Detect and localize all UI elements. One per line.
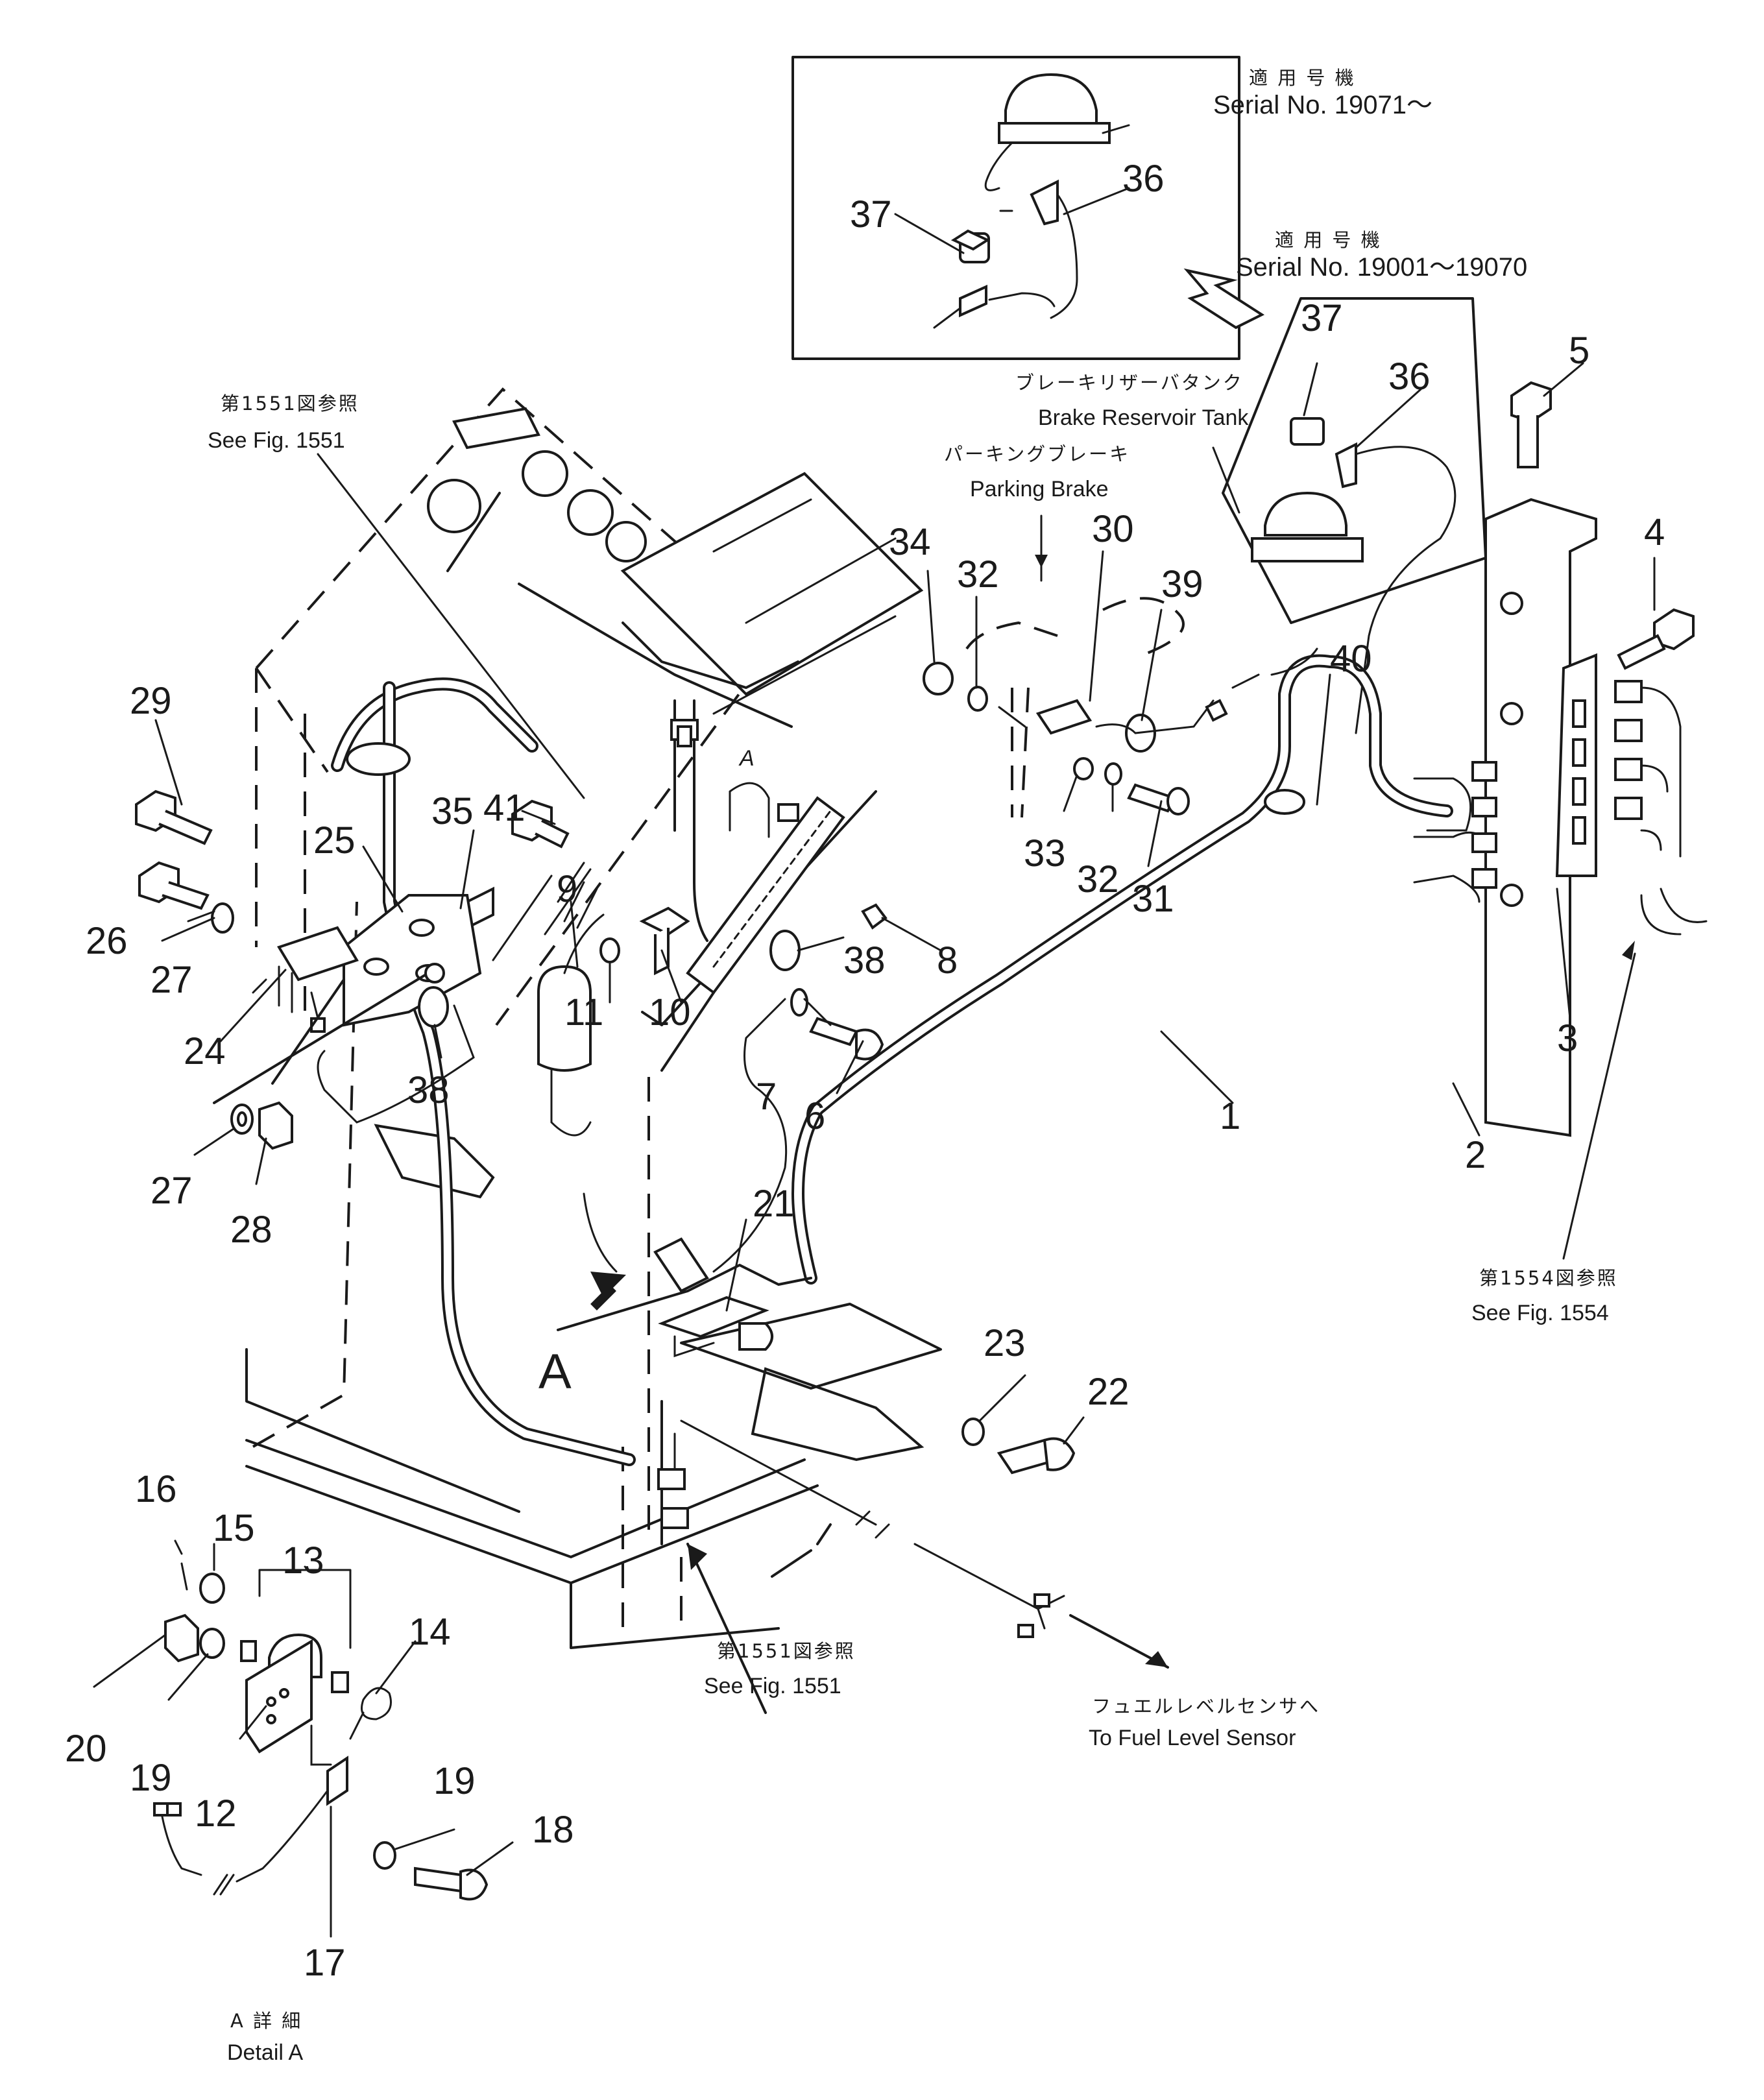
callout-41: 41 [483, 787, 526, 829]
serial-old-jp: 適 用 号 機 [1275, 229, 1382, 251]
callout-22: 22 [1087, 1371, 1130, 1413]
callout-27a: 27 [151, 959, 193, 1001]
callout-25: 25 [313, 819, 356, 862]
brake-reservoir-switch [1264, 491, 1347, 537]
serial-new-en: Serial No. 19071～ [1213, 91, 1432, 119]
callout-38a: 38 [843, 939, 886, 982]
clip-36-inset [1030, 179, 1059, 226]
callout-18: 18 [532, 1809, 574, 1851]
instrument-panel [427, 407, 924, 942]
callout-12: 12 [195, 1792, 237, 1835]
side-panel-2 [1471, 498, 1597, 1137]
fig1551-top-jp: 第1551図参照 [221, 392, 359, 415]
callout-38b: 38 [407, 1069, 450, 1111]
pedal-plate [751, 1367, 924, 1462]
fig1551-bot-jp: 第1551図参照 [717, 1640, 856, 1662]
callout-28: 28 [230, 1209, 272, 1251]
main-harness [557, 654, 1493, 1331]
parking-en: Parking Brake [970, 477, 1109, 501]
callout-23: 23 [984, 1322, 1026, 1364]
callout-34: 34 [889, 521, 931, 563]
connector-plate-3 [1555, 653, 1708, 935]
fig1551-bot-en: See Fig. 1551 [704, 1674, 841, 1698]
callout-21: 21 [753, 1183, 795, 1225]
bracket-21 [583, 998, 788, 1358]
hardware [135, 381, 1695, 1475]
switch-bracket [213, 894, 482, 1124]
callout-20: 20 [65, 1728, 107, 1770]
callout-29: 29 [130, 680, 172, 722]
callout-37b: 37 [1301, 297, 1343, 339]
callout-19b: 19 [433, 1760, 476, 1802]
view-a-small: A [738, 746, 755, 771]
inset-serial-19001 [1222, 297, 1487, 734]
detail-jp: A 詳 細 [230, 2010, 302, 2032]
relay-9 [492, 862, 605, 1137]
callout-10: 10 [649, 991, 691, 1033]
callout-6: 6 [804, 1095, 825, 1137]
switch-24 [277, 926, 359, 982]
callout-3: 3 [1557, 1017, 1578, 1059]
bracket-25 [343, 894, 482, 1027]
callout-7: 7 [756, 1076, 777, 1118]
callout-9: 9 [557, 868, 577, 910]
callout-numbers: 1 2 3 4 5 6 7 8 9 10 11 12 13 14 15 16 1… [65, 158, 1665, 1984]
callout-36a: 36 [1122, 158, 1165, 200]
callout-32b: 32 [1077, 858, 1119, 900]
bolt-37 [1290, 417, 1325, 446]
meter-cluster [620, 472, 924, 696]
callout-37a: 37 [850, 193, 892, 235]
callout-15: 15 [213, 1507, 255, 1549]
callout-39: 39 [1161, 563, 1203, 605]
callout-40: 40 [1330, 638, 1372, 680]
serial-new-jp: 適 用 号 機 [1249, 67, 1356, 89]
fuel-en: To Fuel Level Sensor [1089, 1726, 1296, 1750]
callout-31: 31 [1132, 878, 1174, 920]
fig1551-top-en: See Fig. 1551 [208, 428, 345, 453]
fuel-jp: フュエルレベルセンサへ [1092, 1695, 1320, 1717]
callout-17: 17 [304, 1942, 346, 1984]
callout-35: 35 [431, 790, 474, 832]
fig1554-en: See Fig. 1554 [1471, 1301, 1609, 1325]
fuel-wire [657, 1419, 1169, 1714]
callout-8: 8 [937, 939, 958, 982]
parking-jp: パーキングブレーキ [944, 443, 1130, 465]
callout-2: 2 [1465, 1134, 1486, 1176]
callout-4: 4 [1644, 511, 1665, 553]
detail-en: Detail A [227, 2040, 303, 2065]
connector-block [686, 782, 845, 995]
inset-arrow [1183, 268, 1265, 330]
clip-36 [1335, 442, 1357, 489]
view-arrow-shaft [590, 1285, 616, 1310]
leader-lines [93, 187, 1656, 1938]
view-a-label: A [538, 1344, 572, 1399]
callout-30: 30 [1092, 508, 1134, 550]
callout-33: 33 [1024, 832, 1066, 875]
view-arrow [590, 1272, 626, 1297]
brake-tank-en: Brake Reservoir Tank [1038, 405, 1249, 430]
callout-24: 24 [184, 1030, 226, 1072]
callout-14: 14 [409, 1611, 451, 1653]
callout-27b: 27 [151, 1170, 193, 1212]
annotations: 適 用 号 機 Serial No. 19071～ 適 用 号 機 Serial… [208, 67, 1618, 2065]
callout-1: 1 [1220, 1095, 1240, 1137]
callout-11: 11 [564, 991, 603, 1033]
brake-switch-inset [1004, 73, 1098, 125]
callout-32a: 32 [957, 553, 999, 596]
inset-serial-19071 [791, 56, 1240, 360]
detail-a [153, 1562, 489, 1901]
serial-old-en: Serial No. 19001～19070 [1236, 253, 1527, 282]
callout-16: 16 [135, 1468, 177, 1510]
brake-tank-jp: ブレーキリザーバタンク [1015, 372, 1244, 394]
floor-panel [374, 1124, 495, 1199]
callout-13: 13 [282, 1539, 324, 1582]
callout-36b: 36 [1388, 356, 1431, 398]
callout-19a: 19 [130, 1757, 172, 1799]
callout-26: 26 [86, 920, 128, 962]
fig1554-jp: 第1554図参照 [1479, 1267, 1618, 1289]
callout-5: 5 [1569, 330, 1589, 372]
